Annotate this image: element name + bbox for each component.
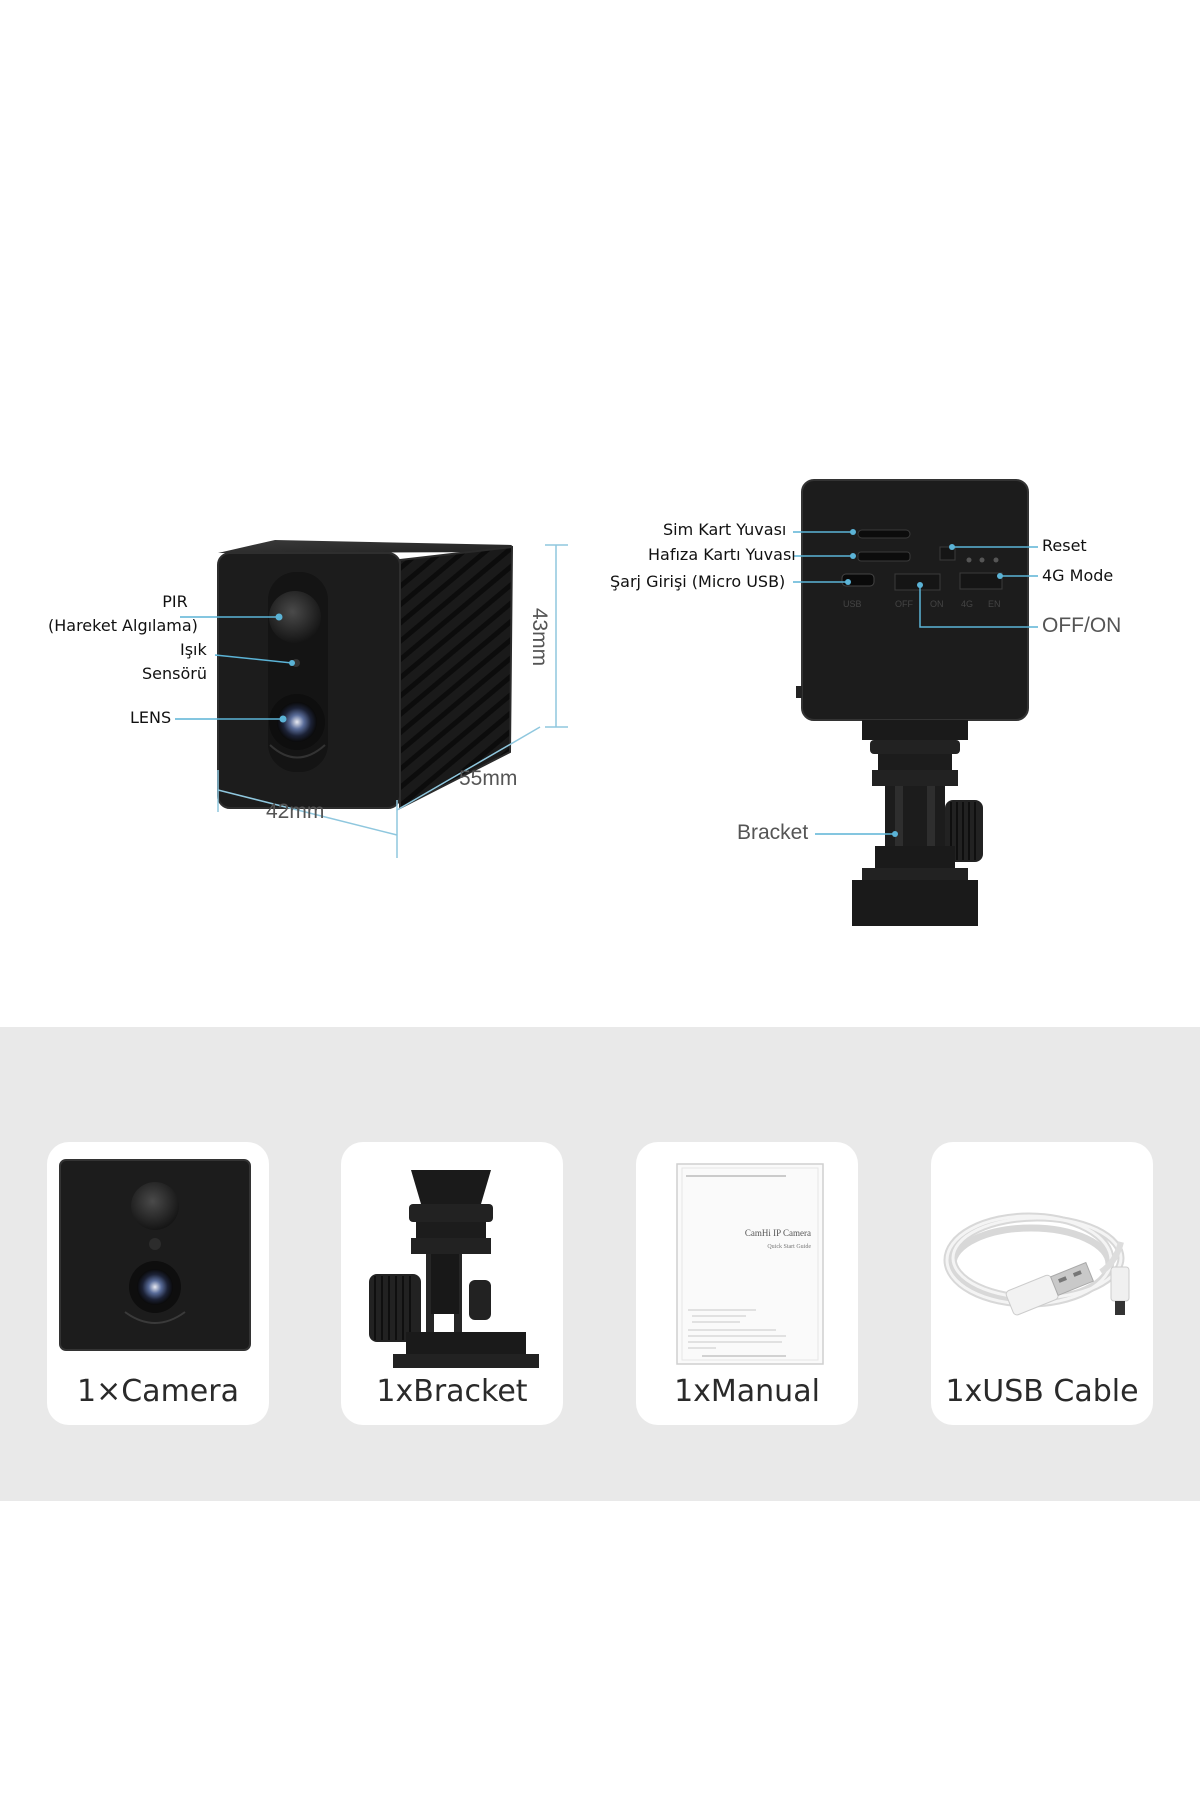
svg-text:4G: 4G xyxy=(961,599,973,609)
4g-mode-label: 4G Mode xyxy=(1042,566,1114,585)
camera-front-illustration xyxy=(175,540,568,858)
depth-dimension: 55mm xyxy=(459,767,518,790)
package-item-label: 1xBracket xyxy=(376,1374,528,1409)
height-dimension: 43mm xyxy=(528,607,552,667)
width-dimension: 42mm xyxy=(266,800,325,823)
pir-label: PIR xyxy=(162,592,188,611)
camera-back-illustration: USB OFF ON 4G EN xyxy=(793,479,1038,926)
bracket-icon xyxy=(369,1170,539,1368)
svg-text:ON: ON xyxy=(930,599,944,609)
svg-text:OFF: OFF xyxy=(895,599,913,609)
sim-slot-label: Sim Kart Yuvası xyxy=(663,520,787,539)
camera-icon xyxy=(59,1159,251,1351)
light-sensor-description: Sensörü xyxy=(142,664,207,683)
manual-title-text: CamHi IP Camera xyxy=(745,1228,811,1238)
svg-text:EN: EN xyxy=(988,599,1001,609)
off-on-label: OFF/ON xyxy=(1042,614,1122,637)
package-item-label: 1×Camera xyxy=(77,1374,239,1409)
pir-description: (Hareket Algılama) xyxy=(48,616,198,635)
memory-slot-label: Hafıza Kartı Yuvası xyxy=(648,545,796,564)
package-item-label: 1xUSB Cable xyxy=(945,1374,1139,1409)
reset-label: Reset xyxy=(1042,536,1087,555)
package-item-manual: CamHi IP Camera Quick Start Guide 1xManu… xyxy=(636,1142,858,1425)
package-item-label: 1xManual xyxy=(674,1374,820,1409)
bracket-label: Bracket xyxy=(737,821,809,844)
package-item-camera: 1×Camera xyxy=(47,1142,269,1425)
front-view: PIR (Hareket Algılama) Işık Sensörü LENS… xyxy=(0,0,600,900)
package-item-bracket: 1xBracket xyxy=(341,1142,563,1425)
manual-icon: CamHi IP Camera Quick Start Guide xyxy=(676,1163,824,1365)
package-item-usb-cable: 1xUSB Cable xyxy=(931,1142,1153,1425)
light-sensor-label: Işık xyxy=(180,640,207,659)
back-view: USB OFF ON 4G EN xyxy=(600,0,1200,1000)
manual-subtitle-text: Quick Start Guide xyxy=(767,1244,811,1250)
svg-text:USB: USB xyxy=(843,599,862,609)
charging-port-label: Şarj Girişi (Micro USB) xyxy=(610,572,786,591)
lens-label: LENS xyxy=(130,708,172,727)
usb-cable-icon xyxy=(943,1212,1130,1316)
